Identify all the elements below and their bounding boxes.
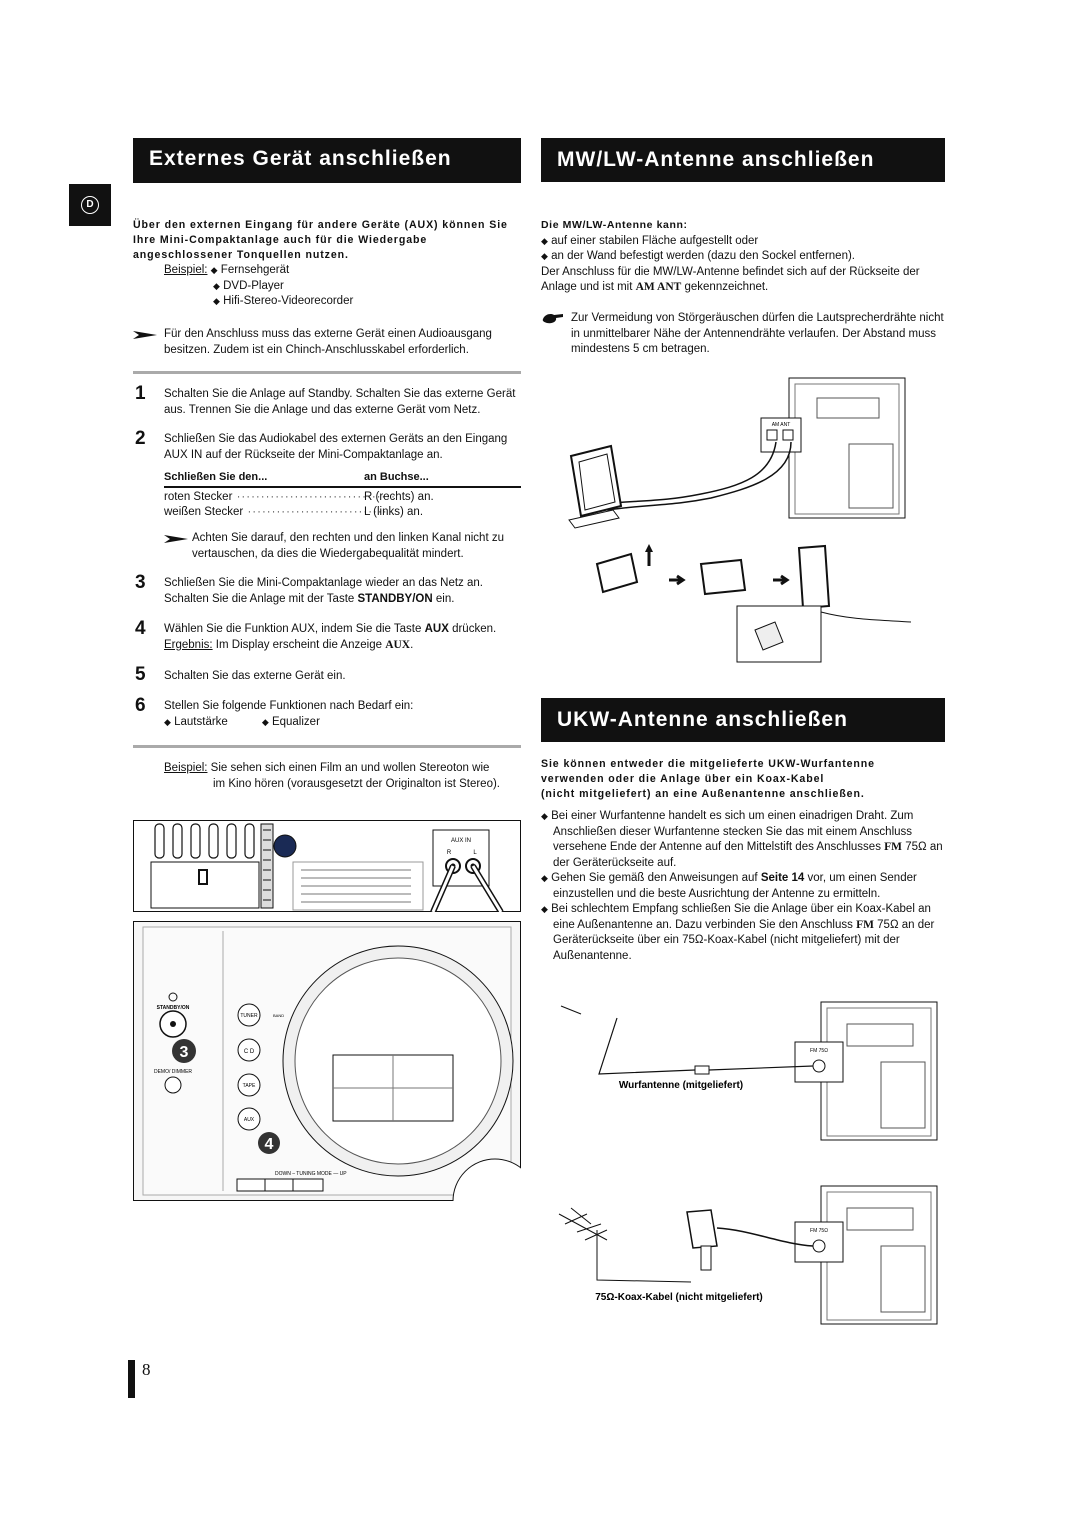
- step-number: 3: [135, 572, 146, 593]
- section-header-ukw: UKW-Antenne anschließen: [541, 698, 945, 742]
- section-header-external: Externes Gerät anschließen: [133, 138, 521, 180]
- table-cell: roten Stecker: [164, 491, 233, 503]
- header-underline: [133, 180, 521, 183]
- coax-antenna-illustration: FM 75Ω 75Ω-Koax-Kabel (nicht mitgeliefer…: [541, 1184, 946, 1340]
- svg-text:R: R: [447, 850, 452, 856]
- mw-note: Zur Vermeidung von Störgeräuschen dürfen…: [571, 312, 944, 355]
- table-col-plug: Schließen Sie den...: [164, 471, 268, 483]
- am-ant-label: AM ANT: [772, 422, 791, 428]
- example-item: Hifi-Stereo-Videorecorder: [223, 295, 354, 307]
- mw-option: auf einer stabilen Fläche aufgestellt od…: [551, 234, 759, 247]
- section-title-external: Externes Gerät anschließen: [149, 147, 452, 171]
- step-text: Stellen Sie folgende Funktionen nach Bed…: [164, 700, 414, 728]
- caption-wurfantenne: Wurfantenne (mitgeliefert): [619, 1080, 743, 1091]
- caption-koax: 75Ω-Koax-Kabel (nicht mitgeliefert): [595, 1292, 763, 1303]
- mw-antenna-illustration: AM ANT: [541, 376, 946, 672]
- page-number-bar: [128, 1360, 135, 1398]
- rear-panel-aux-illustration: AUX IN R L: [133, 820, 521, 918]
- example-stereo: Beispiel: Sie sehen sich einen Film an u…: [164, 762, 500, 790]
- section-title-ukw: UKW-Antenne anschließen: [557, 708, 848, 732]
- section-title-mw: MW/LW-Antenne anschließen: [557, 148, 875, 172]
- svg-text:L: L: [473, 850, 477, 856]
- standby-label: STANDBY/ON: [157, 1005, 190, 1011]
- table-cell: weißen Stecker: [164, 506, 244, 518]
- ukw-item: ◆ Gehen Sie gemäß den Anweisungen auf Se…: [541, 872, 917, 900]
- example-item: DVD-Player: [223, 279, 284, 292]
- example-item: Fernsehgerät: [220, 264, 290, 276]
- step-number: 6: [135, 695, 146, 716]
- intro-text: Über den externen Eingang für andere Ger…: [133, 219, 508, 261]
- mw-section-text: Die MW/LW-Antenne kann: ◆ auf einer stab…: [541, 218, 946, 296]
- ukw-intro: Sie können entweder die mitgelieferte UK…: [541, 758, 875, 800]
- divider: [133, 371, 521, 374]
- step-text: Schalten Sie das externe Gerät ein.: [164, 670, 346, 682]
- table-row: roten Stecker ··························…: [164, 490, 521, 506]
- svg-text:BAND: BAND: [273, 1013, 284, 1018]
- step-number: 4: [135, 618, 146, 639]
- table-rule: [164, 486, 521, 488]
- svg-text:DOWN – TUNING MODE — UP: DOWN – TUNING MODE — UP: [275, 1171, 347, 1177]
- mw-location: Der Anschluss für die MW/LW-Antenne befi…: [541, 265, 920, 294]
- step-number: 2: [135, 428, 146, 449]
- table-row: weißen Stecker ·························…: [164, 505, 521, 521]
- note-audio-output: Für den Anschluss muss das externe Gerät…: [164, 328, 492, 356]
- example-list: Beispiel: ◆ Fernsehgerät ◆ DVD-Player ◆ …: [164, 264, 354, 307]
- note-arrow-icon: [164, 533, 190, 551]
- svg-text:AUX: AUX: [244, 1117, 255, 1123]
- example-label: Beispiel:: [164, 264, 208, 276]
- front-panel-illustration: STANDBY/ON DEMO/ DIMMER 3 TUNER BAND C D…: [133, 921, 538, 1244]
- svg-text:TUNER: TUNER: [240, 1013, 258, 1019]
- step-text: Schließen Sie die Mini-Compaktanlage wie…: [164, 577, 483, 605]
- page-number: 8: [142, 1360, 151, 1379]
- note-channels: Achten Sie darauf, den rechten und den l…: [192, 532, 504, 560]
- step-number: 1: [135, 383, 146, 404]
- fm-wire-antenna-illustration: FM 75Ω Wurfantenne (mitgeliefert): [541, 996, 946, 1152]
- aux-in-label: AUX IN: [451, 838, 471, 844]
- ukw-instructions: ◆ Bei einer Wurfantenne handelt es sich …: [541, 809, 946, 964]
- pointing-hand-icon: [541, 311, 565, 331]
- mw-title: Die MW/LW-Antenne kann:: [541, 219, 688, 231]
- table-cell: R (rechts) an.: [364, 491, 434, 503]
- svg-text:FM 75Ω: FM 75Ω: [810, 1228, 828, 1234]
- step-text: Wählen Sie die Funktion AUX, indem Sie d…: [164, 623, 497, 651]
- divider: [133, 745, 521, 748]
- section-header-mw: MW/LW-Antenne anschließen: [541, 138, 945, 182]
- ukw-item: ◆ Bei einer Wurfantenne handelt es sich …: [541, 810, 943, 869]
- mw-option: an der Wand befestigt werden (dazu den S…: [551, 250, 855, 262]
- language-tab-letter: D: [81, 196, 99, 214]
- note-arrow-icon: [133, 329, 159, 347]
- fm-label: FM 75Ω: [810, 1048, 828, 1054]
- callout-4: 4: [265, 1136, 274, 1153]
- ukw-item: ◆ Bei schlechtem Empfang schließen Sie d…: [541, 903, 935, 962]
- svg-text:C D: C D: [244, 1049, 255, 1055]
- callout-3: 3: [180, 1044, 189, 1061]
- table-col-socket: an Buchse...: [364, 471, 429, 483]
- language-tab: D: [69, 184, 111, 226]
- svg-text:TAPE: TAPE: [243, 1083, 256, 1089]
- demo-dimmer-label: DEMO/ DIMMER: [154, 1069, 192, 1075]
- step-text: Schließen Sie das Audiokabel des externe…: [164, 433, 508, 461]
- connection-table-header: Schließen Sie den... an Buchse...: [164, 470, 521, 486]
- step-number: 5: [135, 664, 146, 685]
- table-cell: L (links) an.: [364, 506, 424, 518]
- step-text: Schalten Sie die Anlage auf Standby. Sch…: [164, 388, 516, 416]
